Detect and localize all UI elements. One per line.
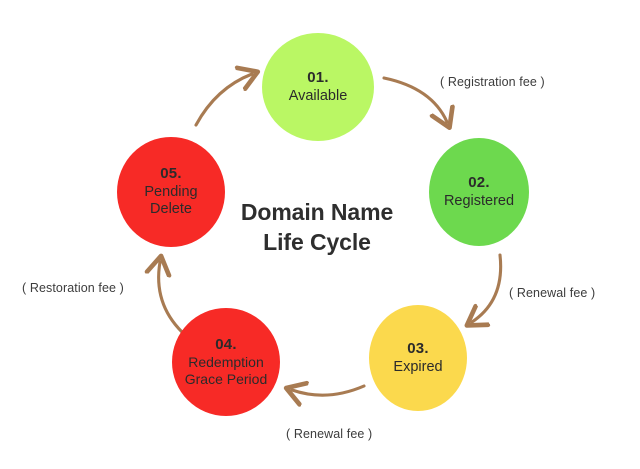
node-redemption-number: 04. bbox=[215, 335, 237, 353]
arrow-registered-to-expired bbox=[472, 253, 503, 322]
node-expired-label: Expired bbox=[393, 358, 443, 375]
fee-label-restoration: ( Restoration fee ) bbox=[22, 281, 124, 295]
diagram-title-line1: Domain Name bbox=[240, 199, 394, 225]
node-available-number: 01. bbox=[307, 68, 329, 86]
arrow-redemption-to-pending-delete bbox=[159, 262, 184, 334]
node-redemption-label-line1: Redemption bbox=[188, 354, 264, 371]
node-pending-delete[interactable]: 05. Pending Delete bbox=[117, 137, 225, 247]
node-expired[interactable]: 03. Expired bbox=[369, 305, 467, 411]
node-registered[interactable]: 02. Registered bbox=[429, 138, 529, 246]
node-redemption-label-line2: Grace Period bbox=[184, 371, 268, 388]
node-pending-delete-number: 05. bbox=[160, 164, 182, 182]
fee-label-registration: ( Registration fee ) bbox=[440, 75, 545, 89]
diagram-title-line2: Life Cycle bbox=[263, 228, 371, 255]
fee-label-renewal-right: ( Renewal fee ) bbox=[509, 286, 596, 300]
fee-label-renewal-bottom: ( Renewal fee ) bbox=[286, 427, 373, 441]
node-pending-delete-label-line2: Delete bbox=[150, 201, 192, 218]
node-redemption-grace-period[interactable]: 04. Redemption Grace Period bbox=[172, 308, 280, 416]
node-available[interactable]: 01. Available bbox=[262, 33, 374, 141]
node-registered-number: 02. bbox=[468, 173, 490, 191]
node-registered-label: Registered bbox=[443, 192, 515, 209]
node-pending-delete-label-line1: Pending bbox=[144, 183, 198, 200]
node-expired-number: 03. bbox=[407, 339, 429, 357]
diagram-title: Domain Name Life Cycle bbox=[211, 198, 423, 258]
arrow-expired-to-redemption bbox=[292, 386, 366, 395]
node-available-label: Available bbox=[288, 87, 348, 104]
arrow-pending-delete-to-available bbox=[194, 74, 252, 127]
arrow-available-to-registered bbox=[382, 76, 447, 122]
